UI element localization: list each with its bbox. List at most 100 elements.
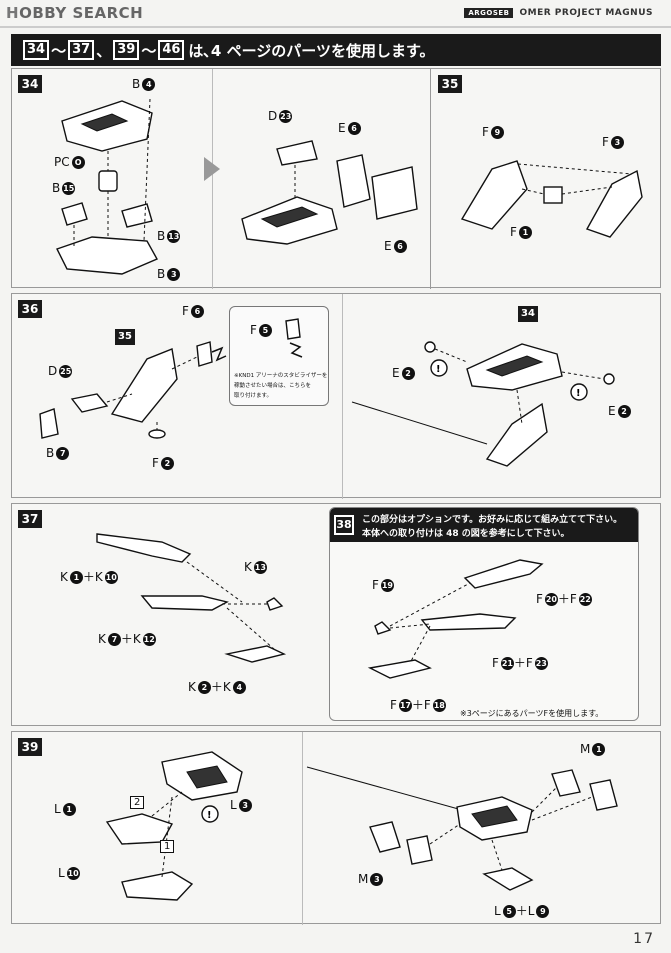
f19-part bbox=[374, 621, 392, 635]
hobby-search-logo: HOBBY SEARCH bbox=[6, 4, 144, 22]
e2-right-part bbox=[603, 373, 615, 385]
parts-banner: 34 〜 37 、 39 〜 46 は､4 ページのパーツを使用します。 bbox=[11, 34, 661, 66]
divider bbox=[302, 732, 303, 925]
m3-left-part bbox=[369, 821, 401, 853]
step-36-drawing: ! ! bbox=[39, 341, 615, 467]
step-38-footnote: ※3ページにあるパーツFを使用します。 bbox=[460, 709, 604, 718]
step-38-title-line2: 本体への取り付けは 48 の図を参考にして下さい。 bbox=[362, 529, 570, 539]
seq-1-box: 1 bbox=[160, 840, 175, 853]
body-detail bbox=[260, 206, 319, 228]
f9-part bbox=[460, 160, 528, 230]
caution-left-icon bbox=[430, 359, 448, 377]
svg-text:!: ! bbox=[436, 364, 441, 375]
leader-line bbox=[306, 766, 463, 811]
lower-frame-part bbox=[56, 236, 158, 275]
f2-part bbox=[148, 429, 166, 439]
divider bbox=[212, 69, 213, 289]
f20-f22-part bbox=[463, 559, 544, 589]
arrow-icon bbox=[204, 157, 220, 181]
page-header: HOBBY SEARCH ARGOSEB OMER PROJECT MAGNUS bbox=[0, 0, 671, 30]
inset-note-line3: 取り付けます。 bbox=[234, 393, 272, 399]
d23-part bbox=[276, 140, 318, 166]
leader-line bbox=[351, 401, 488, 445]
header-rule bbox=[0, 26, 671, 28]
step-38-title-line1: この部分はオプションです。お好みに応じて組み立てて下さい。 bbox=[362, 515, 623, 525]
m1-lower-part bbox=[589, 779, 618, 811]
m1-upper-part bbox=[551, 769, 581, 797]
k13-part bbox=[266, 597, 284, 611]
step-37-badge: 37 bbox=[18, 510, 42, 528]
seq-2-box: 2 bbox=[130, 796, 145, 809]
divider bbox=[342, 294, 343, 499]
svg-text:!: ! bbox=[207, 810, 212, 821]
step-38-badge: 38 bbox=[334, 515, 354, 535]
f3-part bbox=[585, 169, 643, 238]
b13-part bbox=[121, 203, 153, 228]
f21-f23-part bbox=[420, 613, 517, 631]
step-35-badge: 35 bbox=[438, 75, 462, 93]
pc-cap-part bbox=[98, 170, 118, 192]
caution-right-icon bbox=[570, 383, 588, 401]
swap-arrow-icon bbox=[211, 346, 227, 362]
f6-part bbox=[196, 341, 213, 367]
frame-detail bbox=[471, 805, 518, 828]
inset-drawing bbox=[285, 318, 303, 358]
step-34-badge: 34 bbox=[18, 75, 42, 93]
ref-34-badge: 34 bbox=[518, 306, 538, 322]
l5-l9-part bbox=[482, 867, 534, 891]
frame-detail bbox=[186, 765, 228, 789]
k1-k10-part bbox=[96, 533, 192, 563]
k7-k12-part bbox=[140, 595, 229, 611]
step-36-badge: 36 bbox=[18, 300, 42, 318]
caution-icon bbox=[201, 805, 219, 823]
f1-part bbox=[543, 186, 563, 204]
e6-upper-part bbox=[336, 154, 371, 208]
m3-right-part bbox=[406, 835, 433, 865]
inset-note-line1: ※KND1 アリーナのスタビライザーを bbox=[234, 373, 328, 379]
assembled-35-part bbox=[485, 402, 548, 467]
ref-35-badge: 35 bbox=[115, 329, 135, 345]
page-number: 17 bbox=[633, 931, 655, 947]
step-39-drawing: ! bbox=[105, 751, 618, 901]
step-37-drawing bbox=[96, 533, 287, 663]
step-38-drawing bbox=[367, 559, 544, 679]
svg-text:!: ! bbox=[576, 388, 581, 399]
e2-left-part bbox=[424, 341, 436, 353]
brand-title: ARGOSEB OMER PROJECT MAGNUS bbox=[464, 8, 653, 18]
f17-f18-part bbox=[367, 659, 432, 679]
inset-note-line2: 稼動させたい場合は、こちらを bbox=[234, 383, 312, 389]
step-38-option-box: 38 この部分はオプションです。お好みに応じて組み立てて下さい。 本体への取り付… bbox=[329, 507, 639, 721]
body-detail bbox=[485, 355, 544, 377]
step-34-drawing bbox=[56, 98, 643, 275]
divider bbox=[430, 69, 431, 289]
step-39-badge: 39 bbox=[18, 738, 42, 756]
